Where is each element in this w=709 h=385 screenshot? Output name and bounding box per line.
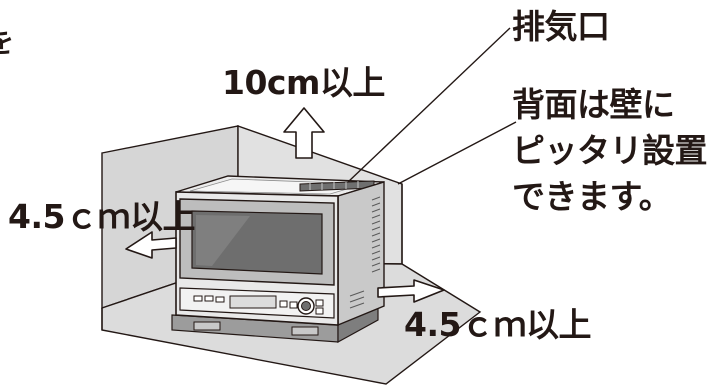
exhaust-vent: [299, 180, 375, 192]
oven-foot-left: [193, 321, 221, 331]
right-clearance-label: 4.5ｃｍ以上: [404, 305, 591, 344]
right-clearance-arrow: [377, 279, 445, 303]
top-clearance-arrow: [283, 107, 325, 159]
back-note-line-3: できます。: [512, 177, 671, 216]
cropped-text-fragment: を: [0, 26, 14, 59]
left-clearance-label: 4.5ｃｍ以上: [8, 197, 195, 236]
left-clearance-arrow: [125, 231, 177, 259]
window-reflection: [196, 215, 250, 266]
side-vent-slits: [349, 196, 381, 309]
oven-foot-right: [291, 326, 319, 336]
exhaust-leader-line: [347, 27, 511, 183]
back-wall-leader-line: [397, 121, 517, 185]
back-note-line-1: 背面は壁に: [512, 85, 675, 124]
exhaust-port-label: 排気口: [512, 7, 610, 46]
microwave-oven: [171, 175, 385, 344]
top-clearance-label: 10cm以上: [222, 63, 385, 102]
back-note-line-2: ピッタリ設置: [512, 131, 707, 170]
control-buttons: [193, 295, 324, 315]
control-dial: [297, 297, 315, 315]
